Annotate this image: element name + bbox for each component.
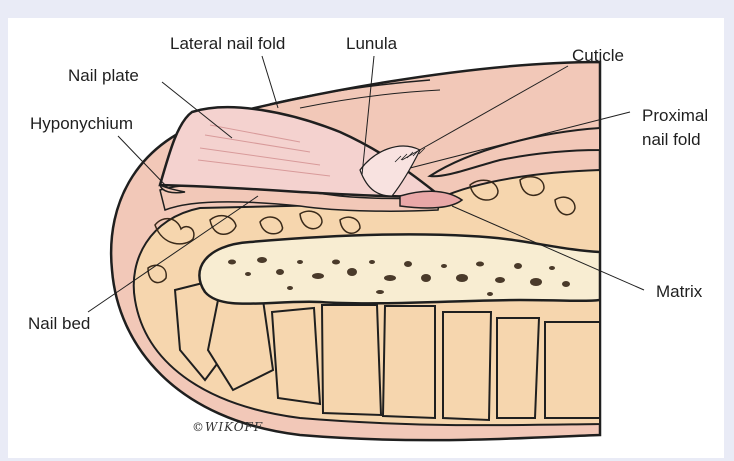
label-hyponychium: Hyponychium [30,114,133,134]
artist-signature: ©WIKOFF [192,420,263,434]
label-lunula: Lunula [346,34,397,54]
label-nail-bed: Nail bed [28,314,90,334]
label-nail-plate: Nail plate [68,66,139,86]
leader-lateral-nail-fold [262,56,278,108]
label-cuticle: Cuticle [572,46,624,66]
label-lateral-nail-fold: Lateral nail fold [170,34,285,54]
label-proximal-nail-fold-line1: Proximal [642,106,708,126]
label-proximal-nail-fold-line2: nail fold [642,130,701,150]
label-matrix: Matrix [656,282,702,302]
